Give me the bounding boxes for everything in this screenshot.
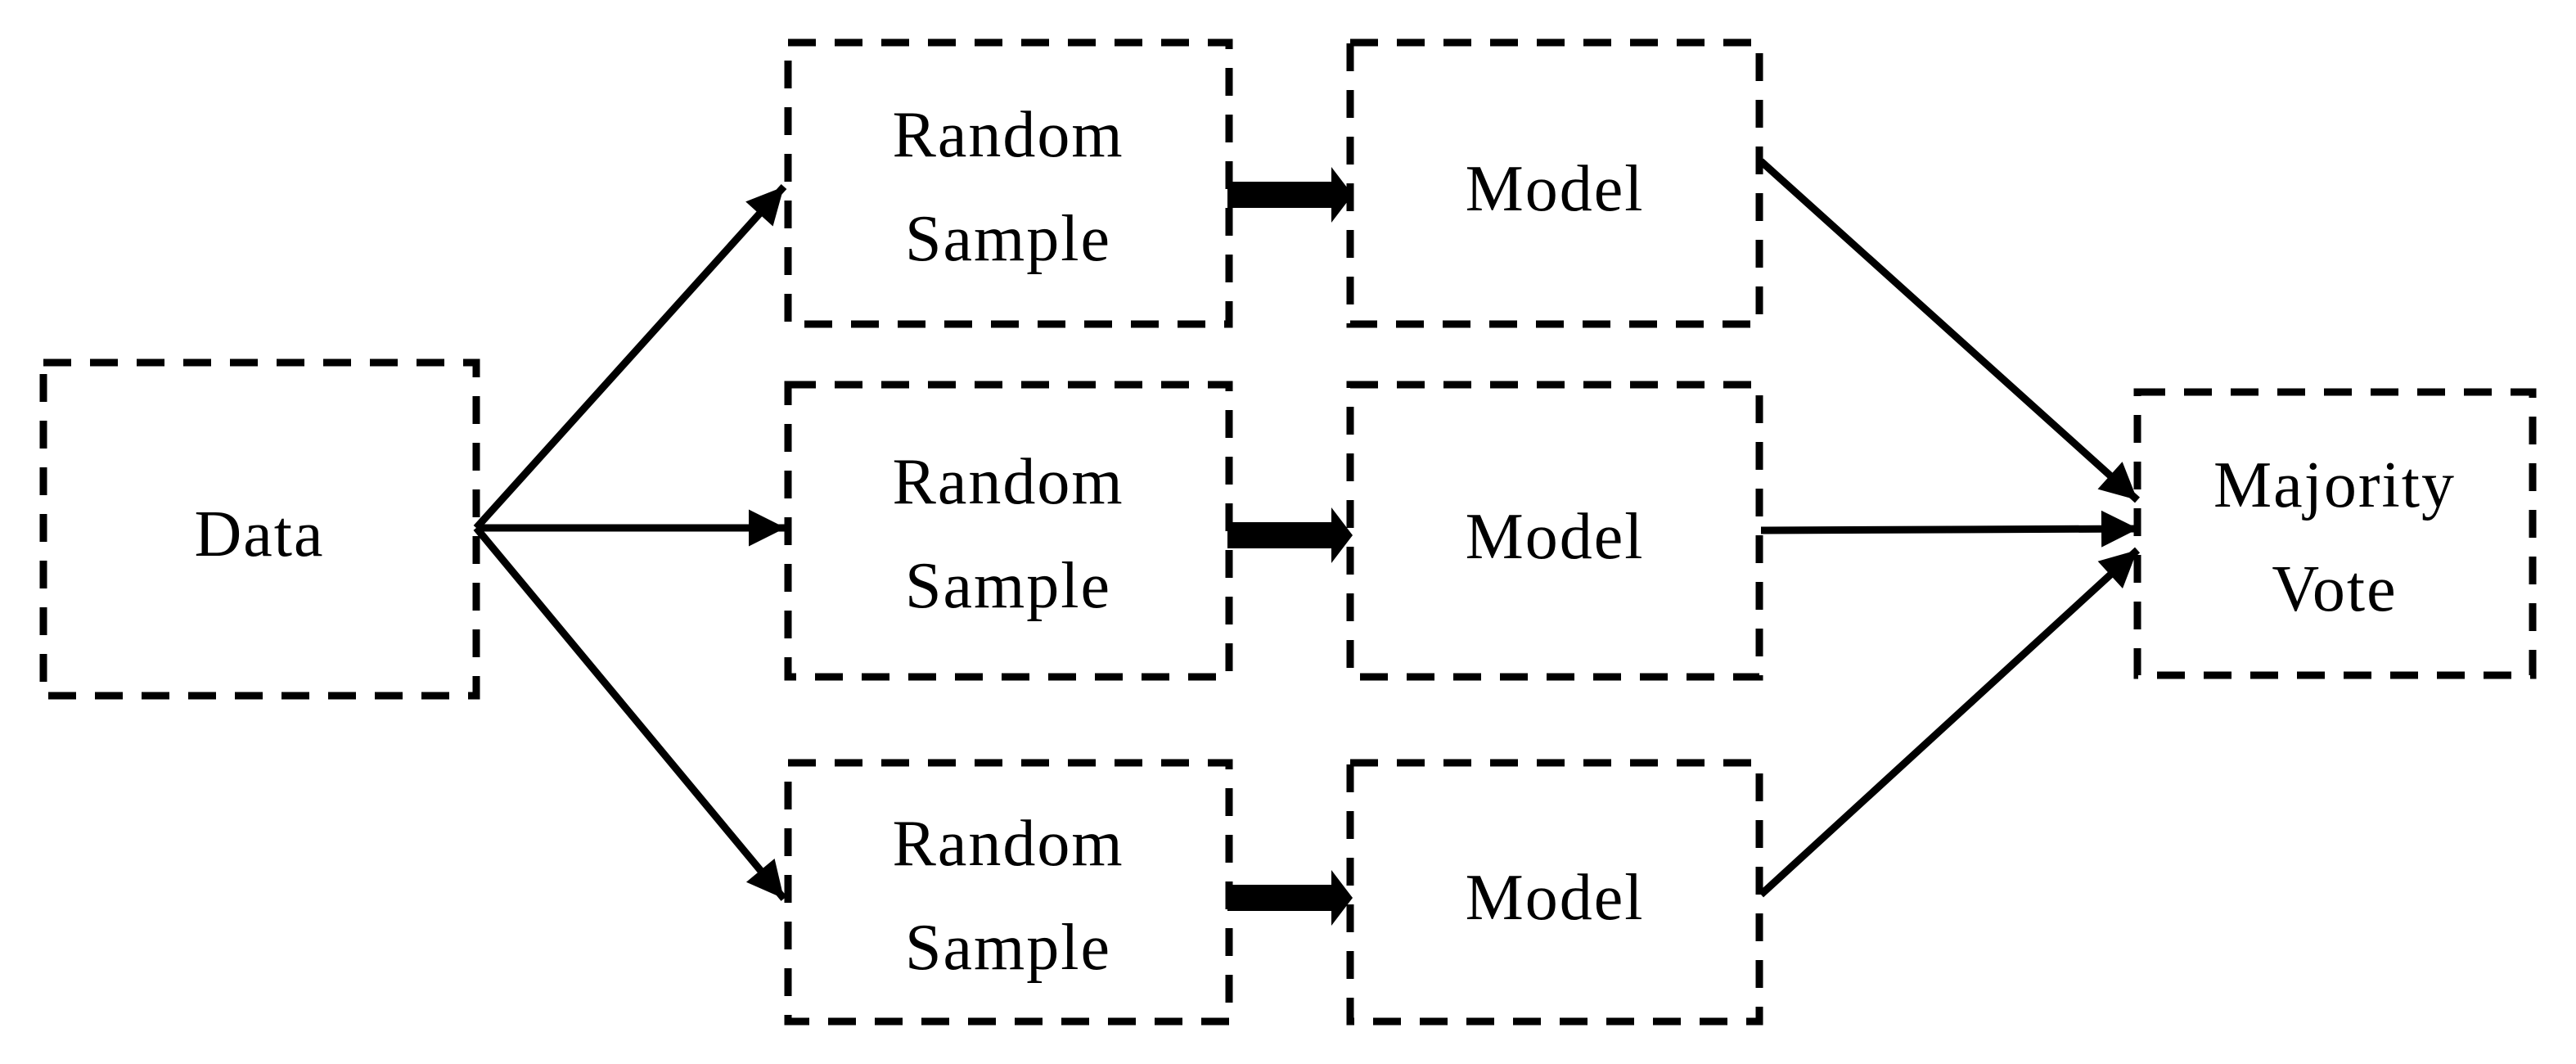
arrow-model-2-to-majority-vote: [1760, 510, 2139, 548]
node-random-sample-1: Random Sample: [784, 38, 1233, 328]
data-label: Data: [194, 498, 324, 570]
majority-vote-box-border: [2133, 388, 2537, 679]
random-sample-1-box-border: [784, 38, 1233, 328]
node-majority-vote: Majority Vote: [2133, 388, 2537, 679]
random-sample-1-label-line2: Sample: [905, 203, 1111, 275]
model-2-label: Model: [1466, 501, 1645, 573]
random-sample-1-label-line1: Random: [892, 99, 1124, 171]
arrow-model-3-to-majority-vote: [1758, 547, 2141, 898]
data-box-border: [39, 358, 480, 700]
model-3-label: Model: [1466, 862, 1645, 934]
arrow-data-to-random-sample-1: [473, 183, 787, 531]
random-sample-3-label-line2: Sample: [905, 912, 1111, 984]
node-model-2: Model: [1346, 381, 1763, 681]
random-sample-2-label-line2: Sample: [905, 550, 1111, 622]
arrow-model-1-to-majority-vote: [1758, 158, 2141, 503]
majority-vote-label-line1: Majority: [2213, 449, 2456, 521]
node-random-sample-3: Random Sample: [784, 759, 1233, 1026]
arrow-random-sample-1-to-model-1: [1227, 167, 1353, 223]
model-1-box-border: [1346, 38, 1763, 328]
majority-vote-label-line2: Vote: [2272, 553, 2397, 625]
random-sample-2-box-border: [784, 381, 1233, 681]
random-sample-2-label-line1: Random: [892, 446, 1124, 518]
node-model-3: Model: [1346, 759, 1763, 1026]
arrow-random-sample-2-to-model-2: [1227, 507, 1353, 563]
arrow-data-to-random-sample-3: [473, 525, 787, 901]
random-sample-3-label-line1: Random: [892, 808, 1124, 880]
node-data: Data: [39, 358, 480, 700]
model-1-label: Model: [1466, 153, 1645, 225]
arrow-random-sample-3-to-model-3: [1227, 870, 1353, 926]
model-2-box-border: [1346, 381, 1763, 681]
node-model-1: Model: [1346, 38, 1763, 328]
node-random-sample-2: Random Sample: [784, 381, 1233, 681]
